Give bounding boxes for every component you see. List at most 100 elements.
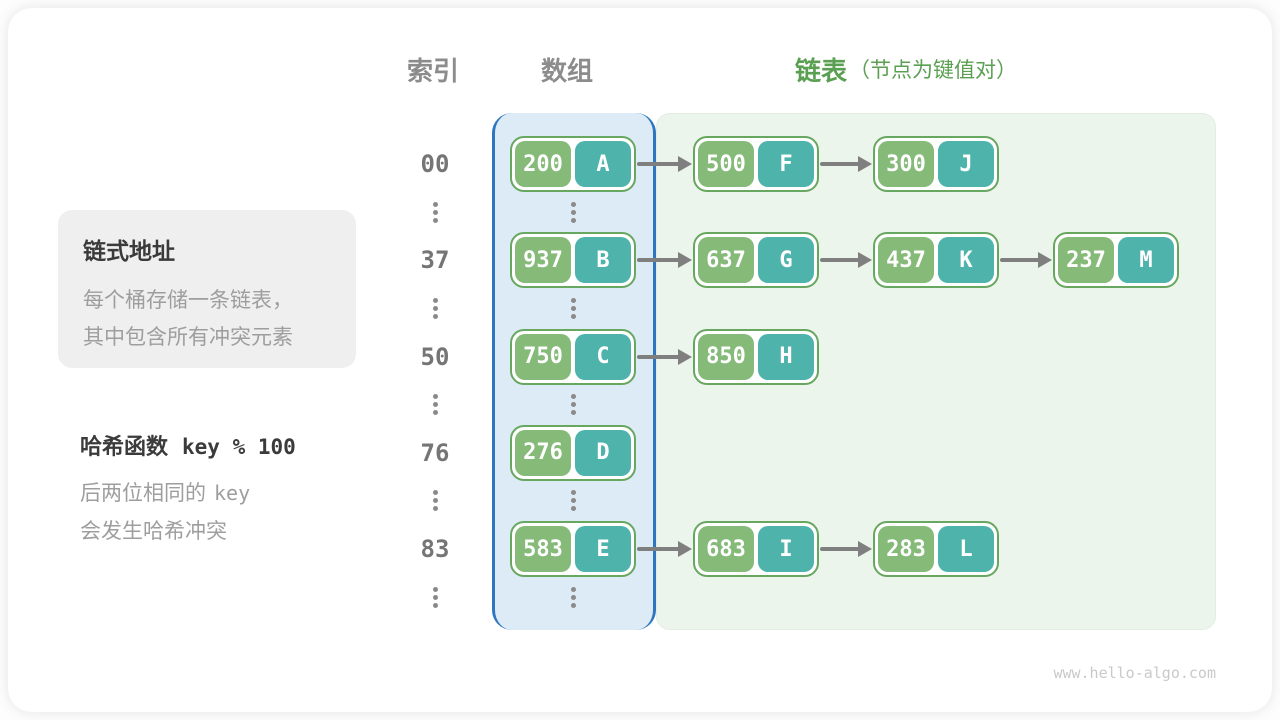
ellipsis-icon [432, 490, 438, 512]
node-key: 850 [698, 333, 754, 380]
column-header-array: 数组 [540, 56, 593, 86]
info-box-line: 其中包含所有冲突元素 [83, 326, 293, 349]
arrow-icon [637, 348, 692, 365]
ellipsis-icon [570, 201, 576, 223]
ellipsis-dot [570, 394, 576, 399]
node-value: H [758, 333, 814, 380]
arrow-head [678, 252, 692, 269]
index-label: 76 [420, 438, 450, 467]
hash-function-code: key % 100 [182, 435, 296, 459]
arrow-head [858, 252, 872, 269]
hash-note-line-text: 后两位相同的 [80, 482, 206, 505]
hash-note-lines: 后两位相同的 key 会发生哈希冲突 [80, 474, 296, 551]
node-value: J [938, 141, 994, 187]
node-key: 300 [878, 141, 934, 187]
ellipsis-dot [570, 586, 576, 592]
arrow-icon [820, 252, 872, 269]
node-key: 200 [515, 141, 571, 187]
ellipsis-dot [432, 209, 438, 215]
ellipsis-dot [570, 402, 576, 407]
ellipsis-dot [570, 209, 576, 215]
ellipsis-dot [432, 305, 438, 311]
arrow-line [637, 162, 681, 166]
ellipsis-icon [432, 586, 438, 608]
ellipsis-dot [570, 297, 576, 303]
node-key: 750 [515, 333, 571, 380]
node-value: F [758, 141, 814, 187]
node-value: E [575, 526, 631, 572]
ellipsis-dot [432, 313, 438, 319]
node-value: I [758, 526, 814, 572]
arrow-icon [637, 541, 692, 557]
arrow-icon [1000, 252, 1052, 269]
ellipsis-dot [432, 498, 438, 504]
ellipsis-icon [432, 297, 438, 319]
hash-function-title: 哈希函数 key % 100 [80, 432, 296, 462]
hash-note-line-code: key [214, 481, 251, 505]
index-label: 00 [420, 150, 450, 178]
ellipsis-icon [570, 394, 576, 415]
ellipsis-dot [570, 305, 576, 311]
index-label: 83 [420, 535, 450, 563]
node-key: 237 [1058, 237, 1114, 284]
arrow-line [637, 547, 681, 551]
node-key: 437 [878, 237, 934, 284]
arrow-line [637, 258, 681, 263]
hash-function-label: 哈希函数 [80, 434, 169, 459]
column-header-list-title: 链表 [795, 56, 848, 86]
ellipsis-dot [570, 217, 576, 223]
ellipsis-dot [432, 217, 438, 223]
ellipsis-dot [432, 402, 438, 407]
node-key: 683 [698, 526, 754, 572]
hash-note-line: 会发生哈希冲突 [80, 520, 227, 543]
node-value: A [575, 141, 631, 187]
arrow-head [1038, 252, 1052, 269]
node-value: L [938, 526, 994, 572]
node-key: 637 [698, 237, 754, 284]
arrow-line [1000, 258, 1041, 263]
ellipsis-icon [570, 586, 576, 608]
watermark: www.hello-algo.com [1053, 664, 1216, 682]
column-header-index: 索引 [406, 56, 459, 86]
info-box-title: 链式地址 [83, 238, 175, 264]
ellipsis-dot [570, 490, 576, 496]
ellipsis-dot [432, 602, 438, 608]
ellipsis-dot [432, 506, 438, 512]
arrow-icon [637, 252, 692, 269]
info-box-line: 每个桶存储一条链表， [83, 289, 293, 312]
node-value: B [575, 237, 631, 284]
arrow-head [678, 348, 692, 365]
ellipsis-dot [570, 313, 576, 319]
node-value: C [575, 333, 631, 380]
ellipsis-icon [432, 201, 438, 223]
node-value: M [1118, 237, 1174, 284]
arrow-line [820, 162, 861, 166]
arrow-head [858, 156, 872, 172]
arrow-head [678, 156, 692, 172]
arrow-icon [820, 156, 872, 172]
ellipsis-dot [570, 602, 576, 608]
ellipsis-dot [432, 394, 438, 399]
node-key: 276 [515, 429, 571, 476]
hash-note: 哈希函数 key % 100 后两位相同的 key 会发生哈希冲突 [80, 432, 296, 551]
ellipsis-dot [570, 498, 576, 504]
ellipsis-dot [432, 201, 438, 207]
node-key: 500 [698, 141, 754, 187]
ellipsis-dot [570, 410, 576, 415]
ellipsis-dot [570, 201, 576, 207]
arrow-head [678, 541, 692, 557]
column-header-list-note: （节点为键值对） [849, 59, 1018, 82]
arrow-icon [637, 156, 692, 172]
node-value: D [575, 429, 631, 476]
index-label: 50 [420, 342, 450, 371]
